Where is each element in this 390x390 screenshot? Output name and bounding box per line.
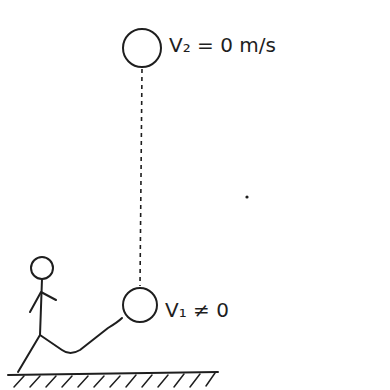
velocity-label: V₁ ≠ 0 (165, 298, 229, 322)
dashed-trajectory (140, 69, 142, 286)
ball-outline (121, 286, 159, 324)
ball: V₂ = 0 m/s (121, 27, 163, 69)
velocity-label: V₂ = 0 m/s (169, 33, 276, 57)
ball: V₁ ≠ 0 (121, 286, 159, 324)
ball-outline (121, 27, 163, 69)
stick-figure-legs (18, 318, 122, 372)
stick-figure-head (31, 257, 53, 279)
ball-circle (123, 288, 157, 322)
ground-line (8, 372, 218, 375)
ball-circle (123, 29, 161, 67)
stick-figure-body (40, 279, 42, 335)
stick-figure-arms (30, 292, 56, 312)
ground-hatching (14, 373, 215, 387)
dot (245, 195, 248, 198)
